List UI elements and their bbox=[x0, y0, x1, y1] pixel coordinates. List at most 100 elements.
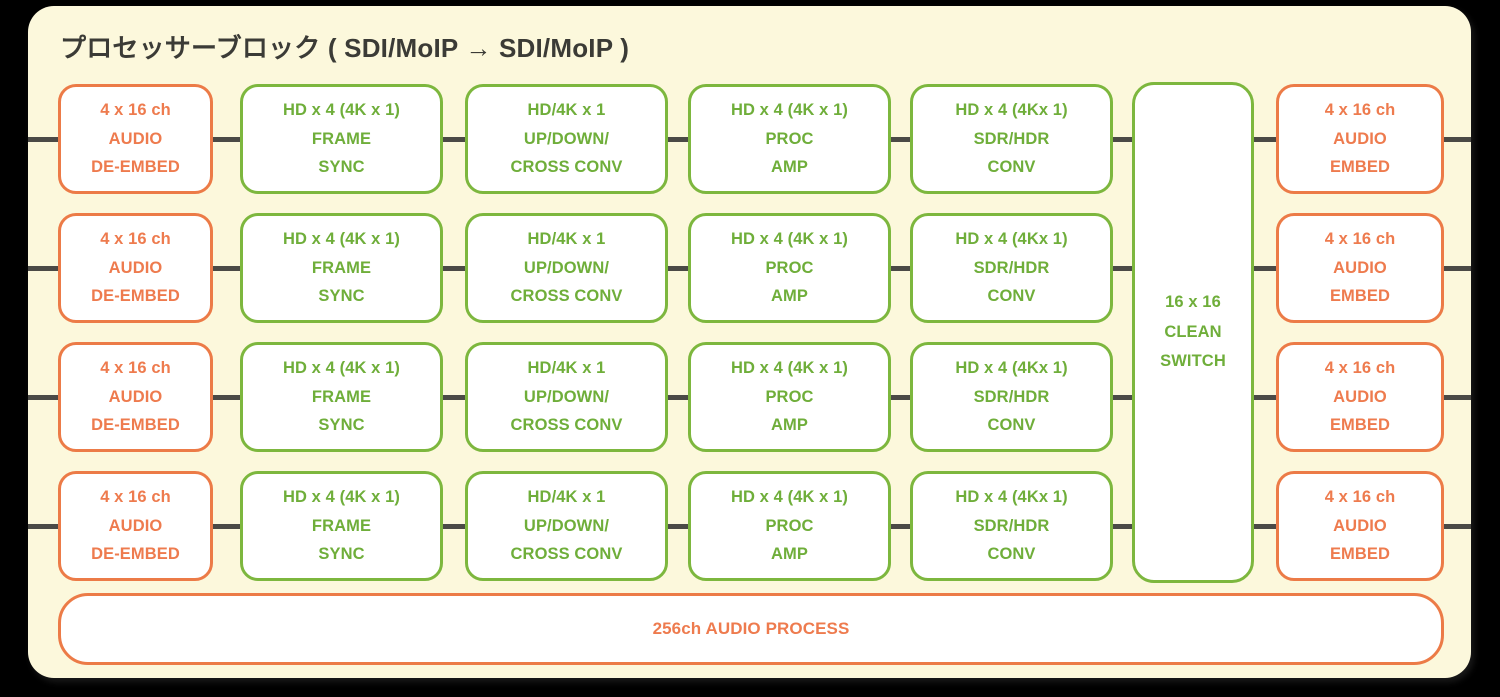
block-updown_cross-row-3-line-1: HD/4K x 1 bbox=[527, 358, 606, 377]
block-audio_deembed-row-2-line-2: AUDIO bbox=[108, 258, 163, 277]
block-audio_embed-row-1-line-3: EMBED bbox=[1329, 158, 1391, 177]
connector-row-1-seg-1 bbox=[213, 137, 240, 142]
block-audio_deembed-row-2-line-1: 4 x 16 ch bbox=[100, 229, 171, 248]
connector-row-2-seg-3 bbox=[668, 266, 688, 271]
block-audio_embed-row-4-line-2: AUDIO bbox=[1333, 516, 1387, 535]
block-audio_deembed-row-1[interactable]: 4 x 16 ch AUDIO DE-EMBED bbox=[58, 84, 213, 194]
block-audio-process[interactable]: 256ch AUDIO PROCESS bbox=[58, 593, 1444, 665]
block-audio_embed-row-3-line-1: 4 x 16 ch bbox=[1324, 358, 1396, 377]
connector-row-1-to-clean-switch bbox=[1113, 137, 1132, 142]
block-sdr_hdr_conv-row-4-line-1: HD x 4 (4Kx 1) bbox=[955, 487, 1068, 506]
page-title: プロセッサーブロック ( SDI/MoIP → SDI/MoIP ) bbox=[60, 33, 630, 63]
block-audio_deembed-row-4-line-1: 4 x 16 ch bbox=[100, 487, 171, 506]
block-updown_cross-row-4-line-2: UP/DOWN/ bbox=[523, 516, 610, 535]
block-audio_deembed-row-2[interactable]: 4 x 16 ch AUDIO DE-EMBED bbox=[58, 213, 213, 323]
block-audio_embed-row-2-line-3: EMBED bbox=[1329, 287, 1391, 306]
connector-row-3-seg-4 bbox=[891, 395, 910, 400]
block-frame_sync-row-2-line-2: FRAME bbox=[311, 258, 372, 277]
block-proc_amp-row-3-line-3: AMP bbox=[771, 416, 808, 435]
block-audio_deembed-row-1-line-3: DE-EMBED bbox=[91, 158, 180, 177]
block-audio-process-line-1: 256ch AUDIO PROCESS bbox=[652, 618, 850, 638]
block-audio_deembed-row-4-line-3: DE-EMBED bbox=[91, 545, 180, 564]
block-audio_deembed-row-1-line-2: AUDIO bbox=[108, 129, 163, 148]
block-audio_deembed-row-3-line-3: DE-EMBED bbox=[91, 416, 180, 435]
block-frame_sync-row-2[interactable]: HD x 4 (4K x 1) FRAME SYNC bbox=[240, 213, 443, 323]
block-sdr_hdr_conv-row-4-line-3: CONV bbox=[987, 545, 1036, 564]
block-frame_sync-row-1-line-1: HD x 4 (4K x 1) bbox=[282, 100, 401, 119]
block-proc_amp-row-1-line-3: AMP bbox=[771, 158, 808, 177]
connector-output-row-2 bbox=[1444, 266, 1471, 271]
connector-output-row-4 bbox=[1444, 524, 1471, 529]
block-sdr_hdr_conv-row-3-line-2: SDR/HDR bbox=[973, 387, 1050, 406]
block-audio_deembed-row-1-line-1: 4 x 16 ch bbox=[100, 100, 171, 119]
block-updown_cross-row-2-line-1: HD/4K x 1 bbox=[527, 229, 606, 248]
block-audio_embed-row-2-line-1: 4 x 16 ch bbox=[1324, 229, 1396, 248]
block-audio_embed-row-4-line-3: EMBED bbox=[1329, 545, 1391, 564]
connector-row-4-seg-1 bbox=[213, 524, 240, 529]
connector-input-row-4 bbox=[28, 524, 58, 529]
block-audio_embed-row-1-line-2: AUDIO bbox=[1333, 129, 1387, 148]
connector-row-1-seg-2 bbox=[443, 137, 465, 142]
block-proc_amp-row-2-line-3: AMP bbox=[771, 287, 808, 306]
block-frame_sync-row-4-line-1: HD x 4 (4K x 1) bbox=[282, 487, 401, 506]
block-frame_sync-row-2-line-3: SYNC bbox=[318, 287, 365, 306]
connector-input-row-2 bbox=[28, 266, 58, 271]
block-proc_amp-row-4-line-2: PROC bbox=[765, 516, 814, 535]
connector-row-1-seg-3 bbox=[668, 137, 688, 142]
block-proc_amp-row-1-line-2: PROC bbox=[765, 129, 814, 148]
block-audio_deembed-row-3-line-2: AUDIO bbox=[108, 387, 163, 406]
connector-row-1-seg-4 bbox=[891, 137, 910, 142]
block-updown_cross-row-1-line-2: UP/DOWN/ bbox=[523, 129, 610, 148]
block-frame_sync-row-2-line-1: HD x 4 (4K x 1) bbox=[282, 229, 401, 248]
block-updown_cross-row-3-line-2: UP/DOWN/ bbox=[523, 387, 610, 406]
block-audio_deembed-row-3[interactable]: 4 x 16 ch AUDIO DE-EMBED bbox=[58, 342, 213, 452]
block-audio_embed-row-2[interactable]: 4 x 16 ch AUDIO EMBED bbox=[1276, 213, 1444, 323]
connector-row-4-seg-4 bbox=[891, 524, 910, 529]
block-sdr_hdr_conv-row-4-line-2: SDR/HDR bbox=[973, 516, 1050, 535]
connector-row-2-seg-4 bbox=[891, 266, 910, 271]
block-sdr_hdr_conv-row-1-line-1: HD x 4 (4Kx 1) bbox=[955, 100, 1068, 119]
block-frame_sync-row-4-line-3: SYNC bbox=[318, 545, 365, 564]
block-audio_embed-row-2-line-2: AUDIO bbox=[1333, 258, 1387, 277]
block-proc_amp-row-3-line-2: PROC bbox=[765, 387, 814, 406]
block-sdr_hdr_conv-row-2-line-2: SDR/HDR bbox=[973, 258, 1050, 277]
connector-output-row-3 bbox=[1444, 395, 1471, 400]
block-frame_sync-row-4-line-2: FRAME bbox=[311, 516, 372, 535]
block-proc_amp-row-2-line-1: HD x 4 (4K x 1) bbox=[730, 229, 849, 248]
block-audio_deembed-row-3-line-1: 4 x 16 ch bbox=[100, 358, 171, 377]
connector-row-3-seg-1 bbox=[213, 395, 240, 400]
connector-row-2-seg-1 bbox=[213, 266, 240, 271]
block-clean-switch-line-2: CLEAN bbox=[1164, 322, 1222, 341]
block-clean-switch-line-1: 16 x 16 bbox=[1165, 293, 1221, 312]
block-updown_cross-row-2-line-3: CROSS CONV bbox=[510, 287, 623, 306]
block-audio_deembed-row-2-line-3: DE-EMBED bbox=[91, 287, 180, 306]
block-clean-switch[interactable]: 16 x 16 CLEAN SWITCH bbox=[1132, 82, 1254, 583]
connector-row-1-from-clean-switch bbox=[1254, 137, 1276, 142]
block-frame_sync-row-4[interactable]: HD x 4 (4K x 1) FRAME SYNC bbox=[240, 471, 443, 581]
connector-row-2-seg-2 bbox=[443, 266, 465, 271]
block-sdr_hdr_conv-row-3-line-1: HD x 4 (4Kx 1) bbox=[955, 358, 1068, 377]
block-sdr_hdr_conv-row-4[interactable]: HD x 4 (4Kx 1) SDR/HDR CONV bbox=[910, 471, 1113, 581]
block-frame_sync-row-3-line-2: FRAME bbox=[311, 387, 372, 406]
connector-input-row-3 bbox=[28, 395, 58, 400]
connector-row-4-to-clean-switch bbox=[1113, 524, 1132, 529]
block-clean-switch-line-3: SWITCH bbox=[1160, 352, 1226, 371]
block-sdr_hdr_conv-row-1-line-2: SDR/HDR bbox=[973, 129, 1050, 148]
